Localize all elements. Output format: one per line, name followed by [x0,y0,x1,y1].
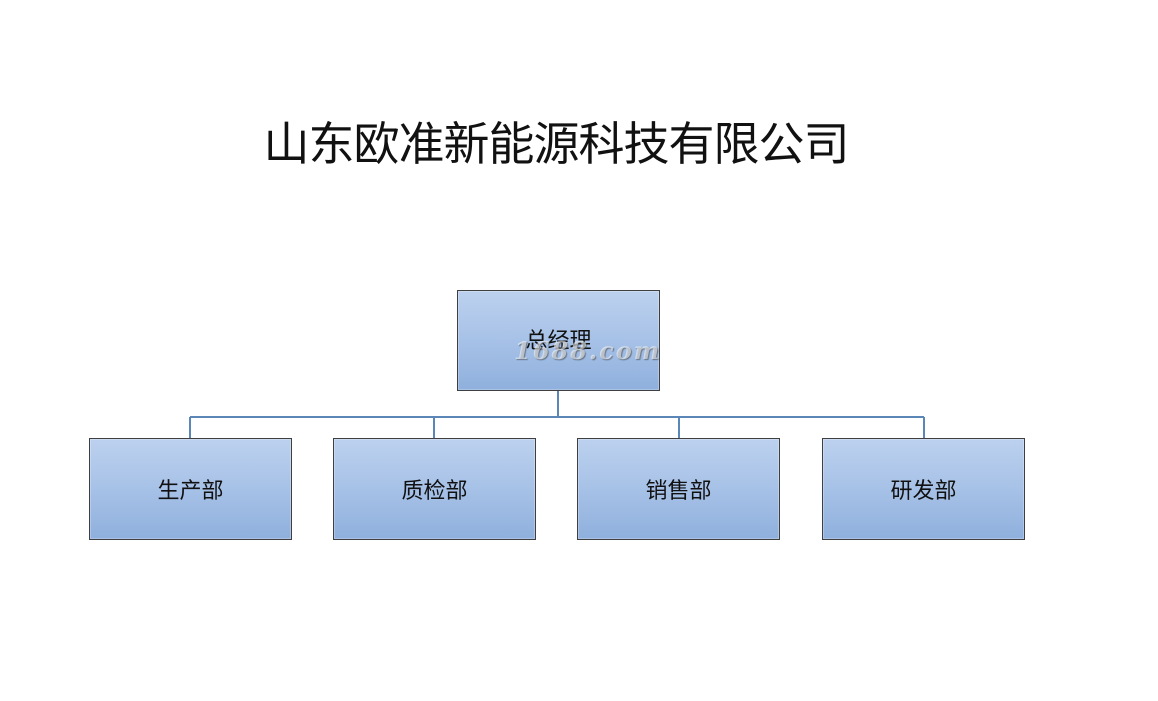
company-title: 山东欧准新能源科技有限公司 [263,117,850,171]
node-rd-dept: 研发部 [822,438,1025,540]
node-production-dept: 生产部 [89,438,292,540]
node-production-dept-label: 生产部 [157,479,224,504]
node-sales-dept: 销售部 [577,438,780,540]
node-rd-dept-label: 研发部 [890,479,957,504]
node-quality-dept: 质检部 [333,438,536,540]
node-general-manager: 总经理 [457,290,660,391]
node-quality-dept-label: 质检部 [401,479,468,504]
node-general-manager-label: 总经理 [525,328,592,354]
node-sales-dept-label: 销售部 [645,479,712,504]
